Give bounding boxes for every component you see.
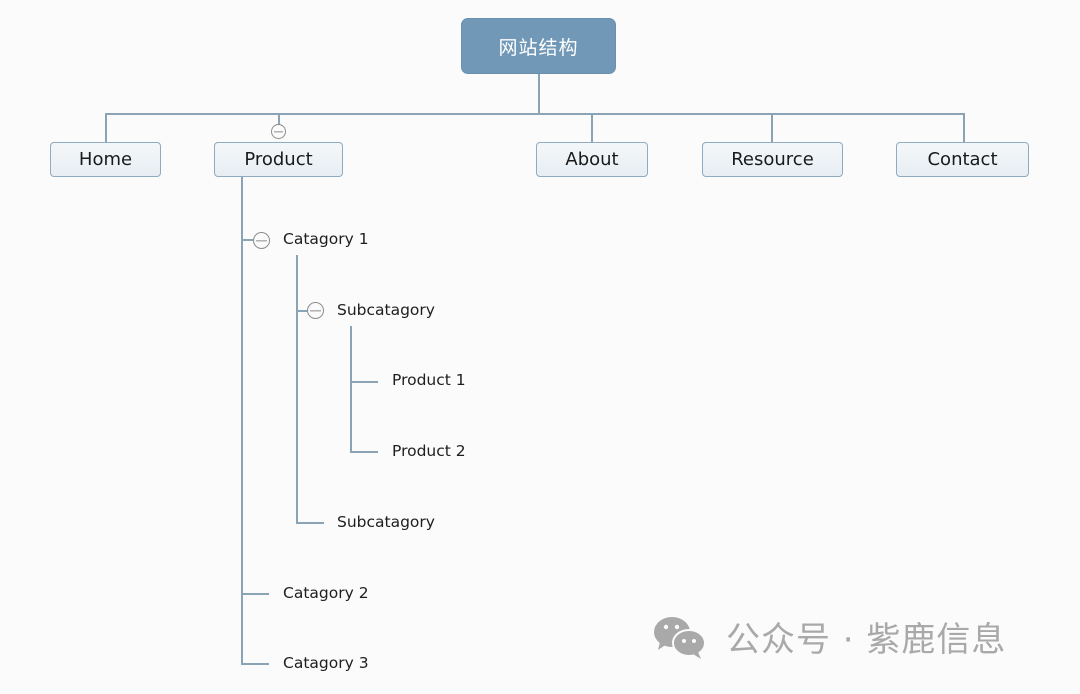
connector-root	[538, 74, 540, 114]
wechat-icon	[654, 616, 706, 659]
node-contact[interactable]: Contact	[896, 142, 1029, 177]
node-label: Product	[244, 149, 313, 170]
connector-home	[105, 113, 107, 142]
watermark-text: 公众号 · 紫鹿信息	[726, 620, 1007, 660]
node-resource[interactable]: Resource	[702, 142, 843, 177]
connector-category2	[241, 593, 269, 595]
node-category3[interactable]: Catagory 3	[283, 654, 369, 672]
connector-resource	[771, 113, 773, 142]
connector-category1	[241, 239, 253, 241]
connector-subcategory1-trunk	[350, 326, 352, 452]
node-label: Contact	[927, 149, 998, 170]
collapse-product-icon[interactable]	[271, 124, 286, 139]
connector-product-trunk	[241, 177, 243, 664]
connector-subcategory1	[296, 310, 307, 312]
connector-category1-trunk	[296, 255, 298, 523]
connector-top-bus	[105, 113, 964, 115]
node-category2[interactable]: Catagory 2	[283, 584, 369, 602]
node-category1[interactable]: Catagory 1	[283, 230, 369, 248]
connector-category3	[241, 663, 269, 665]
node-product1[interactable]: Product 1	[392, 371, 466, 389]
node-subcategory2[interactable]: Subcatagory	[337, 513, 435, 531]
connector-product2	[350, 451, 378, 453]
node-product2[interactable]: Product 2	[392, 442, 466, 460]
node-product[interactable]: Product	[214, 142, 343, 177]
node-about[interactable]: About	[536, 142, 648, 177]
node-label: Home	[78, 149, 133, 170]
node-label: About	[565, 149, 619, 170]
root-node[interactable]: 网站结构	[461, 18, 616, 74]
watermark: 公众号 · 紫鹿信息	[652, 612, 1006, 661]
collapse-subcategory1-icon[interactable]	[307, 302, 324, 319]
connector-subcategory2	[296, 522, 324, 524]
connector-about	[591, 113, 593, 142]
connector-contact	[963, 113, 965, 142]
connector-product	[278, 113, 280, 125]
connector-product1	[350, 381, 378, 383]
root-label: 网站结构	[498, 36, 579, 59]
node-subcategory1[interactable]: Subcatagory	[337, 301, 435, 319]
node-label: Resource	[731, 149, 814, 170]
node-home[interactable]: Home	[50, 142, 161, 177]
collapse-category1-icon[interactable]	[253, 232, 270, 249]
